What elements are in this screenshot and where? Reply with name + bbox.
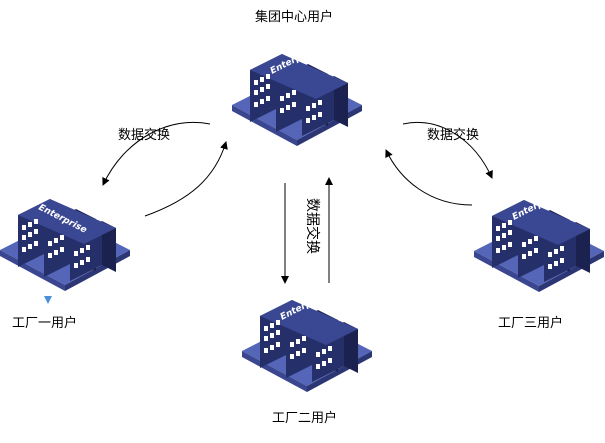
edge-label-right: 数据交换 (427, 128, 480, 143)
edge-label-vertical: 数据交换 (304, 198, 321, 254)
edge-left-arrow-bottom (144, 141, 228, 217)
building-factory1-icon: Enterprise (0, 199, 130, 291)
triangle-down-marker-icon (44, 296, 52, 304)
edge-right-arrow-bottom (385, 149, 473, 206)
edge-right-arrow-top (402, 122, 493, 179)
building-center-icon: Enterprise (232, 44, 362, 146)
node-label-factory2: 工厂二用户 (272, 411, 338, 426)
node-label-factory1: 工厂一用户 (12, 316, 78, 331)
node-label-factory3: 工厂三用户 (498, 316, 564, 331)
building-factory3-icon: Enterprise (474, 190, 604, 292)
building-factory2-icon: Enterprise (242, 290, 372, 392)
node-label-center: 集团中心用户 (255, 10, 334, 25)
edge-label-left: 数据交换 (118, 128, 171, 143)
edge-left-arrow-top (102, 121, 211, 186)
